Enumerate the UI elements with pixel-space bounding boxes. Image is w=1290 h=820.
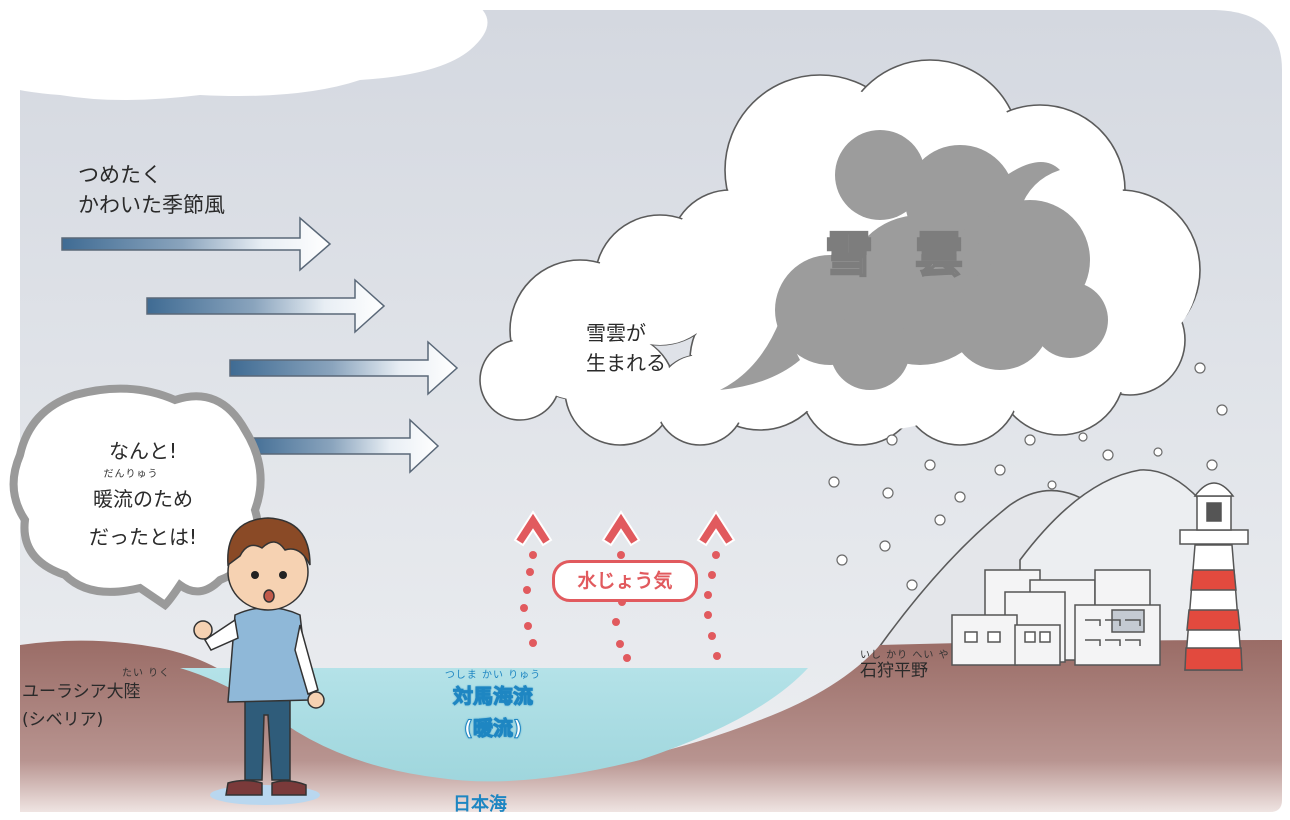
speech-bubble <box>9 384 265 611</box>
wind-label-line2: かわいた季節風 <box>78 193 225 217</box>
vapor-arrows <box>513 510 736 547</box>
speech-line1: なんと! <box>108 439 178 463</box>
tsushima-ruby: つしま かい りゅう <box>444 670 542 681</box>
wind-label: つめたく かわいた季節風 <box>78 160 225 220</box>
speech-text: なんと! だんりゅう 暖流のため だったとは! <box>58 432 228 556</box>
ishikari-text: 石狩平野 <box>860 661 928 681</box>
ishikari-ruby: いし かり へい や <box>860 650 950 661</box>
wind-arrow-4 <box>244 418 440 474</box>
cloud-born-label: 雪雲が 生まれる <box>586 318 666 378</box>
eurasia-ruby: たい りく <box>122 668 171 679</box>
sea <box>180 668 808 782</box>
eurasia-line1: ユーラシア大陸 <box>22 682 141 702</box>
speech-line2: 暖流のため <box>93 487 193 511</box>
cloud-born-line2: 生まれる <box>586 351 666 375</box>
vapor-label: 水じょう気 <box>552 560 698 602</box>
eurasia-line2: (シベリア) <box>22 710 104 730</box>
lighthouse <box>1179 482 1249 671</box>
wind-label-line1: つめたく <box>78 163 162 187</box>
snow-char: 雪 <box>824 226 874 284</box>
speech-ruby: だんりゅう <box>103 469 159 480</box>
wisp-cloud <box>0 0 488 100</box>
boy-character <box>193 517 325 805</box>
buildings <box>951 569 1161 666</box>
sea-of-japan-label: 日本海 <box>453 794 507 815</box>
tsushima-line1: 対馬海流 <box>453 684 534 709</box>
eurasia-label: たい りく ユーラシア大陸 (シベリア) <box>22 668 171 734</box>
speech-line3: だったとは! <box>88 525 198 549</box>
tsushima-current-label: つしま かい りゅう 対馬海流 (暖流) <box>418 670 568 744</box>
snowflakes <box>828 362 1228 591</box>
cloud-char: 雲 <box>914 226 964 284</box>
wind-arrow-1 <box>61 216 332 272</box>
ground <box>20 640 1282 812</box>
cloud-born-line1: 雪雲が <box>586 321 646 345</box>
wind-arrow-2 <box>146 278 386 334</box>
tsushima-line2: (暖流) <box>463 716 523 741</box>
building-windows <box>964 619 1141 646</box>
storm-core <box>720 130 1108 390</box>
wind-arrow-3 <box>229 340 459 396</box>
wind-arrows <box>61 216 459 474</box>
ishikari-plain-label: いし かり へい や 石狩平野 <box>860 650 950 682</box>
